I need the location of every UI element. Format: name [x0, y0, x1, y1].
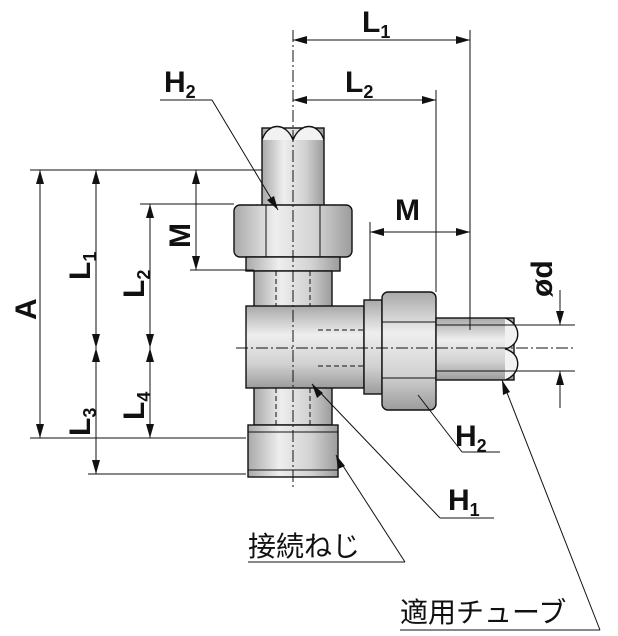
label-M-left: M [164, 223, 197, 248]
right-tube [435, 317, 515, 381]
label-L3: L3 [64, 408, 100, 436]
label-L4: L4 [118, 392, 154, 420]
right-tube-break [504, 317, 519, 381]
label-od: ød [526, 260, 559, 297]
label-H1: H1 [448, 484, 480, 520]
right-nut [381, 291, 437, 411]
label-H2-bottom: H2 [455, 420, 487, 456]
leader-lines [160, 99, 601, 631]
centerlines [236, 30, 575, 488]
label-A: A [10, 298, 43, 320]
dimension-lines [36, 36, 564, 474]
label-M-right: M [395, 194, 420, 227]
label-connection-thread: 接続ねじ [248, 530, 360, 563]
label-L1-left: L1 [64, 252, 100, 280]
label-L2-top: L2 [345, 66, 373, 102]
label-applicable-tube: 適用チューブ [400, 596, 566, 629]
label-L2-left: L2 [118, 270, 154, 298]
label-H2-top: H2 [164, 66, 196, 102]
right-collar [363, 299, 383, 395]
extension-lines [30, 30, 575, 475]
tee-block [245, 305, 365, 389]
label-L1-top: L1 [362, 6, 390, 42]
